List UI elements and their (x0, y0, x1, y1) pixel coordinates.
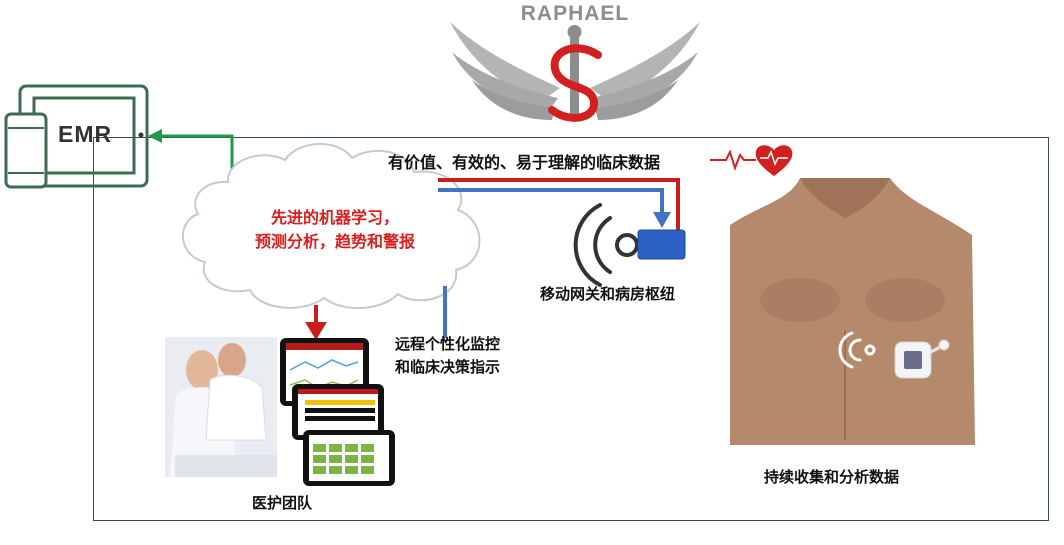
cloud-text: 先进的机器学习， 预测分析，趋势和警报 (215, 206, 455, 254)
logo-text: RAPHAEL (520, 2, 630, 25)
wearable-signal-icon (838, 331, 876, 369)
wings-logo-icon (450, 22, 700, 120)
remote-text-line-1: 远程个性化监控 (395, 335, 501, 353)
blue-arrow-to-gateway (438, 188, 671, 228)
wearable-sensor-icon (894, 339, 950, 379)
system-frame (93, 137, 1049, 521)
care-team-label: 医护团队 (252, 494, 313, 512)
remote-monitoring-text: 远程个性化监控 和临床决策指示 (395, 333, 500, 379)
dashboard-tablet-3 (303, 430, 395, 486)
cloud-text-line-2: 预测分析，趋势和警报 (254, 232, 415, 251)
headline-text: 有价值、有效的、易于理解的临床数据 (388, 153, 661, 172)
dashboard-tablet-2 (292, 384, 384, 440)
patient-data-label: 持续收集和分析数据 (764, 468, 900, 486)
connector-dot (138, 132, 144, 138)
gateway-label: 移动网关和病房枢纽 (540, 285, 676, 303)
signal-waves-icon (573, 203, 639, 287)
patient-torso-image (730, 178, 975, 445)
red-arrow-to-gateway (438, 178, 680, 230)
phone-icon (4, 112, 48, 189)
red-arrow-to-team (305, 305, 327, 340)
emr-label: EMR (58, 121, 113, 147)
remote-text-line-2: 和临床决策指示 (395, 358, 501, 376)
caduceus-icon (548, 25, 602, 122)
cloud-text-line-1: 先进的机器学习， (270, 208, 399, 227)
gateway-icon (637, 229, 686, 260)
heartbeat-icon (710, 145, 793, 176)
care-team-photo (165, 337, 277, 477)
green-arrow (148, 129, 234, 180)
